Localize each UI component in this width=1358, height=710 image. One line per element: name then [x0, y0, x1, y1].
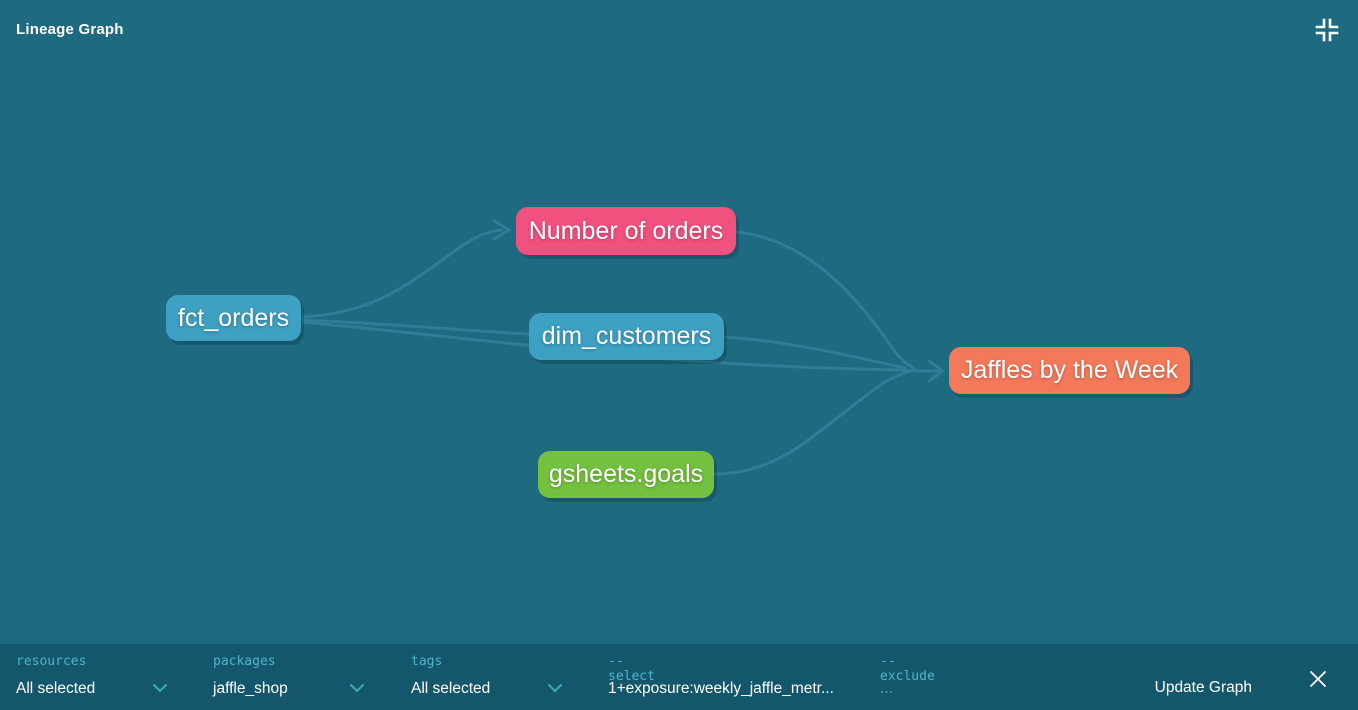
close-button[interactable] — [1306, 668, 1330, 692]
chevron-down-icon — [548, 680, 562, 698]
edges-layer — [300, 219, 946, 476]
select-value: 1+exposure:weekly_jaffle_metr... — [608, 680, 834, 697]
edge-fct_orders-number_of_orders — [300, 228, 504, 319]
edge-number_of_orders-jaffles — [735, 230, 916, 370]
exclude-label: --exclude — [880, 654, 935, 684]
tags-label: tags — [411, 654, 443, 669]
chevron-down-icon — [350, 680, 364, 698]
node-number_of_orders[interactable]: Number of orders — [516, 207, 736, 255]
collapse-button[interactable] — [1310, 14, 1344, 48]
arrowhead-number_of_orders — [492, 219, 512, 241]
node-fct_orders[interactable]: fct_orders — [166, 295, 301, 341]
edge-merge-jaffles — [896, 368, 943, 373]
resources-dropdown[interactable]: All selected — [16, 680, 167, 698]
resources-label: resources — [16, 654, 87, 669]
select-input[interactable]: 1+exposure:weekly_jaffle_metr... — [608, 680, 868, 698]
node-jaffles_by_the_week[interactable]: Jaffles by the Week — [949, 347, 1190, 394]
update-graph-button[interactable]: Update Graph — [1155, 644, 1252, 710]
packages-label: packages — [213, 654, 276, 669]
node-dim_customers[interactable]: dim_customers — [529, 313, 724, 360]
chevron-down-icon — [153, 680, 167, 698]
node-gsheets_goals[interactable]: gsheets.goals — [538, 451, 714, 498]
edge-fct_orders-dim_customers — [300, 318, 530, 336]
exclude-input[interactable]: ... — [880, 680, 1140, 698]
packages-value: jaffle_shop — [213, 680, 288, 697]
edge-gsheets_goals-jaffles — [713, 369, 912, 476]
resources-value: All selected — [16, 680, 96, 697]
collapse-icon — [1313, 16, 1341, 47]
select-label: --select — [608, 654, 655, 684]
exclude-value: ... — [880, 680, 893, 697]
tags-dropdown[interactable]: All selected — [411, 680, 562, 698]
page-title: Lineage Graph — [16, 21, 124, 38]
lineage-canvas[interactable]: fct_orders Number of orders dim_customer… — [0, 0, 1358, 644]
tags-value: All selected — [411, 680, 491, 697]
arrowhead-jaffles — [927, 359, 946, 383]
filter-toolbar: resources All selected packages jaffle_s… — [0, 644, 1358, 710]
packages-dropdown[interactable]: jaffle_shop — [213, 680, 364, 698]
close-icon — [1308, 669, 1328, 692]
edge-dim_customers-jaffles — [722, 335, 907, 370]
